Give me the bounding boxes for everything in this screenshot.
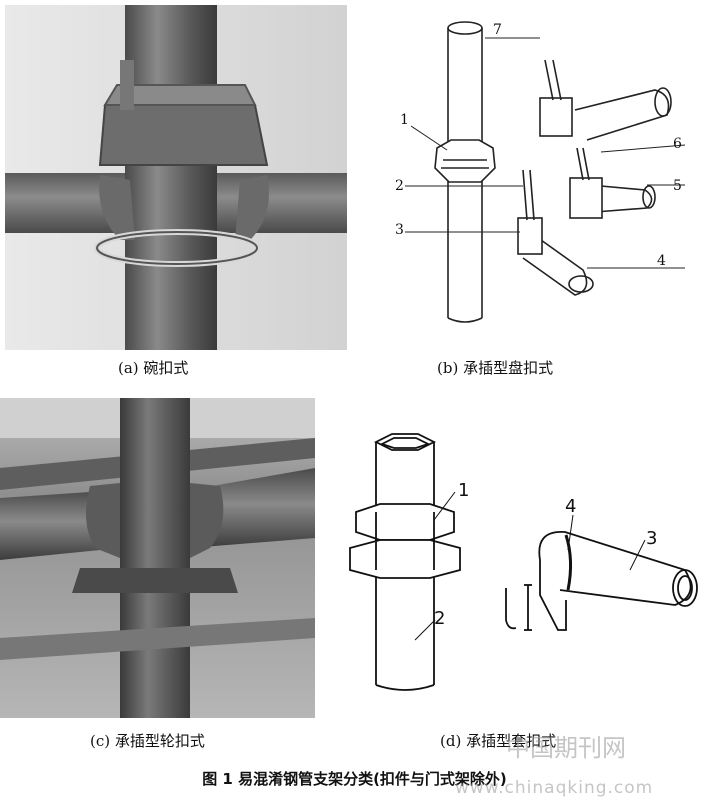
callout-b-6: 6 [673,136,682,152]
callout-b-3: 3 [395,222,404,238]
callout-b-5: 5 [673,178,682,194]
callout-b-1: 1 [400,112,409,128]
watermark-cn: 中国期刊网 [506,734,626,762]
figure-title: 图 1 易混淆钢管支架分类(扣件与门式架除外) [202,770,507,788]
photo-wheel-buckle-image [0,398,315,718]
caption-d: (d) 承插型套扣式 [440,732,557,750]
diagram-disc-buckle: 7 1 2 3 4 5 6 [355,0,709,355]
watermark-url: www.chinaqking.com [455,778,654,798]
callout-b-2: 2 [395,178,404,194]
diagram-disc-buckle-drawing: 7 1 2 3 4 5 6 [395,21,686,323]
diagram-sleeve-buckle-drawing: 1 2 3 4 [349,433,698,691]
photo-bowl-buckle [5,5,347,350]
callout-b-7: 7 [493,22,502,38]
callout-d-2: 2 [434,608,445,629]
callout-d-4: 4 [565,496,576,517]
caption-c: (c) 承插型轮扣式 [90,732,205,750]
photo-wheel-buckle [0,398,315,718]
callout-b-4: 4 [657,253,666,269]
photo-bowl-buckle-image [5,5,347,350]
callout-d-1: 1 [458,480,469,501]
caption-a: (a) 碗扣式 [118,359,189,377]
caption-b: (b) 承插型盘扣式 [437,359,554,377]
diagram-sleeve-buckle: 1 2 3 4 [330,420,709,720]
callout-d-3: 3 [646,528,657,549]
